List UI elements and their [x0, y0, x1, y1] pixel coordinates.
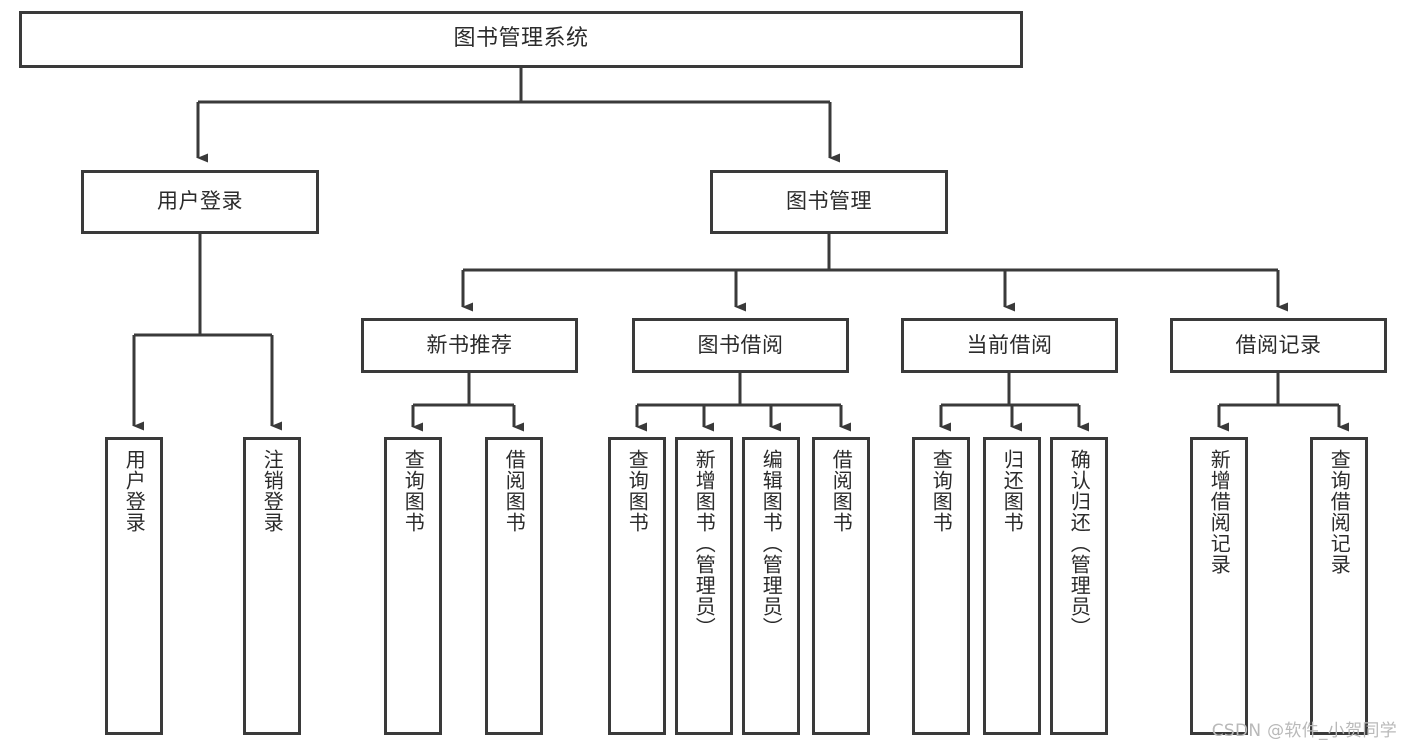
node-user-login-label: 用户登录 [157, 189, 243, 214]
edges-currentborrow-to-leaves [939, 373, 1089, 432]
node-leaf-query-book-3[interactable]: 查询图书 [912, 437, 970, 735]
node-leaf-add-record-label: 新增借阅记录 [1207, 449, 1232, 575]
node-leaf-query-record[interactable]: 查询借阅记录 [1310, 437, 1368, 735]
edges-bookborrow-to-leaves [635, 373, 851, 432]
node-leaf-query-book-1[interactable]: 查询图书 [384, 437, 442, 735]
node-leaf-borrow-book-1[interactable]: 借阅图书 [485, 437, 543, 735]
node-root[interactable]: 图书管理系统 [19, 11, 1023, 68]
node-book-manage-label: 图书管理 [786, 189, 872, 214]
node-leaf-confirm-return-label: 确认归还（管理员） [1067, 449, 1092, 638]
edges-root-to-level1 [196, 68, 840, 163]
node-leaf-borrow-book-2-label: 借阅图书 [829, 449, 854, 533]
edges-bookmanage-to-level2 [461, 234, 1288, 312]
node-leaf-return-book[interactable]: 归还图书 [983, 437, 1041, 735]
node-current-borrow-label: 当前借阅 [966, 332, 1053, 357]
edges-userlogin-to-leaves [132, 234, 282, 431]
node-book-borrow-label: 图书借阅 [697, 332, 784, 357]
node-root-label: 图书管理系统 [453, 26, 589, 52]
node-book-borrow[interactable]: 图书借阅 [632, 318, 849, 373]
edges-newbook-to-leaves [411, 373, 524, 432]
node-leaf-query-record-label: 查询借阅记录 [1327, 449, 1352, 575]
node-leaf-add-book[interactable]: 新增图书（管理员） [675, 437, 733, 735]
node-leaf-query-book-2[interactable]: 查询图书 [608, 437, 666, 735]
node-leaf-logout-label: 注销登录 [260, 449, 285, 533]
node-leaf-confirm-return[interactable]: 确认归还（管理员） [1050, 437, 1108, 735]
edges-borrowrecord-to-leaves [1217, 373, 1349, 432]
node-current-borrow[interactable]: 当前借阅 [901, 318, 1118, 373]
node-user-login[interactable]: 用户登录 [81, 170, 319, 234]
node-leaf-return-book-label: 归还图书 [1000, 449, 1025, 533]
node-leaf-user-login-label: 用户登录 [122, 449, 147, 533]
node-leaf-query-book-1-label: 查询图书 [401, 449, 426, 533]
node-leaf-query-book-2-label: 查询图书 [625, 449, 650, 533]
node-borrow-record-label: 借阅记录 [1235, 332, 1322, 357]
node-leaf-user-login[interactable]: 用户登录 [105, 437, 163, 735]
node-leaf-borrow-book-2[interactable]: 借阅图书 [812, 437, 870, 735]
node-leaf-add-book-label: 新增图书（管理员） [692, 449, 717, 638]
watermark-text: CSDN @软件_小贺同学 [1211, 721, 1397, 741]
node-borrow-record[interactable]: 借阅记录 [1170, 318, 1387, 373]
node-new-book-recommend[interactable]: 新书推荐 [361, 318, 578, 373]
node-leaf-query-book-3-label: 查询图书 [929, 449, 954, 533]
node-leaf-edit-book[interactable]: 编辑图书（管理员） [742, 437, 800, 735]
node-book-manage[interactable]: 图书管理 [710, 170, 948, 234]
node-leaf-borrow-book-1-label: 借阅图书 [502, 449, 527, 533]
node-leaf-add-record[interactable]: 新增借阅记录 [1190, 437, 1248, 735]
node-new-book-recommend-label: 新书推荐 [426, 332, 513, 357]
node-leaf-edit-book-label: 编辑图书（管理员） [759, 449, 784, 638]
node-leaf-logout[interactable]: 注销登录 [243, 437, 301, 735]
